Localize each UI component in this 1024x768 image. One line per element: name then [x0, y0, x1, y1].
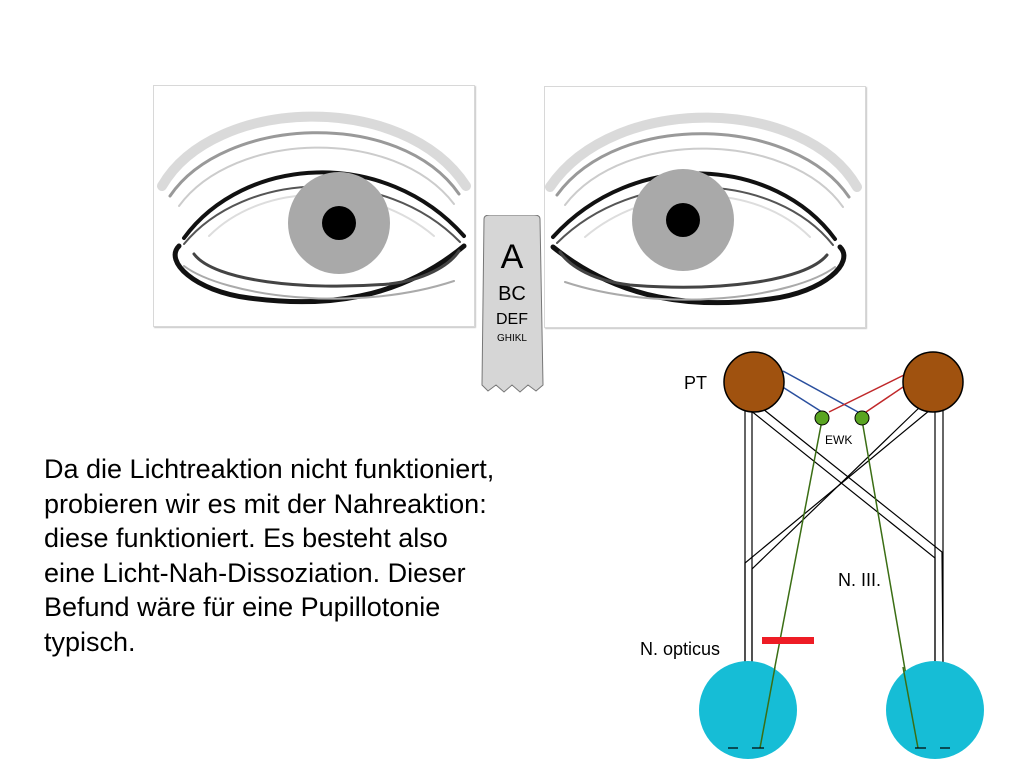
red-pathway	[828, 374, 907, 413]
chart-row-2: BC	[498, 283, 526, 305]
paragraph-line: probieren wir es mit der Nahreaktion:	[44, 488, 487, 519]
label-pt: PT	[684, 373, 708, 393]
label-n-opticus: N. opticus	[640, 639, 721, 659]
left-eye-illustration	[153, 85, 475, 327]
left-pupil	[322, 206, 356, 240]
left-eyeball	[699, 661, 797, 759]
chart-row-4: GHIKL	[496, 333, 527, 344]
reading-chart-card	[481, 215, 544, 393]
left-ewk-nucleus	[814, 410, 830, 426]
chart-row-1: A	[500, 238, 524, 276]
pupil-pathway-diagram	[699, 351, 984, 759]
chart-row-3: DEF	[496, 311, 528, 328]
right-ewk-nucleus	[854, 410, 870, 426]
label-ewk: EWK	[825, 433, 853, 447]
right-eyeball	[886, 661, 984, 759]
right-pupil	[666, 203, 700, 237]
right-eye-illustration	[544, 86, 866, 328]
blue-pathway	[780, 370, 859, 413]
lesion-marker	[762, 637, 814, 644]
paragraph-line: Befund wäre für eine Pupillotonie	[44, 592, 441, 622]
paragraph-line: eine Licht-Nah-Dissoziation. Dieser	[44, 557, 466, 588]
paragraph-line: diese funktioniert. Es besteht also	[44, 523, 448, 553]
left-pretectal-nucleus	[723, 351, 785, 413]
right-pretectal-nucleus	[902, 351, 964, 413]
explanation-paragraph: Da die Lichtreaktion nicht funktioniert,…	[44, 452, 634, 659]
paragraph-line: Da die Lichtreaktion nicht funktioniert,	[44, 454, 495, 484]
label-n-iii: N. III.	[838, 570, 882, 590]
paragraph-line: typisch.	[44, 626, 136, 657]
left-eye-drawing	[157, 111, 471, 305]
right-eye-drawing	[545, 112, 862, 306]
